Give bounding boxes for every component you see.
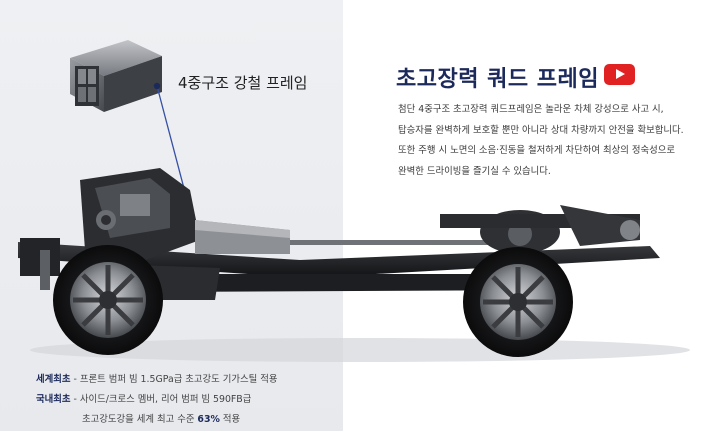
spec-text: 적용: [219, 414, 241, 425]
spec-text: 초고강도강을 세계 최고 수준: [82, 414, 198, 425]
spec-text: - 사이드/크로스 멤버, 리어 범퍼 빔 590FB급: [70, 394, 252, 405]
spec-highlight: 63%: [197, 414, 220, 425]
steel-frame-section-image: [70, 40, 162, 112]
page-title: 초고장력 쿼드 프레임: [396, 67, 599, 92]
description-line: 탑승자를 완벽하게 보호할 뿐만 아니라 상대 차량까지 안전을 확보합니다.: [398, 124, 684, 136]
spec-text: - 프론트 범퍼 빔 1.5GPa급 초고강도 기가스틸 적용: [70, 374, 278, 385]
spec-row-domestic-first: 국내최초 - 사이드/크로스 멤버, 리어 범퍼 빔 590FB급: [36, 391, 251, 405]
description-line: 또한 주행 시 노면의 소음·진동을 철저하게 차단하여 최상의 정숙성으로: [398, 145, 675, 156]
steel-frame-label: 4중구조 강철 프레임: [178, 74, 308, 92]
chassis-image: [18, 168, 690, 362]
description-line: 완벽한 드라이빙을 즐기실 수 있습니다.: [398, 165, 551, 177]
spec-row-world-first: 세계최초 - 프론트 범퍼 빔 1.5GPa급 초고강도 기가스틸 적용: [36, 371, 278, 385]
spec-label: 국내최초: [36, 394, 71, 405]
description-line: 첨단 4중구조 초고장력 쿼드프레임은 놀라운 차체 강성으로 사고 시,: [398, 104, 664, 115]
youtube-play-icon[interactable]: [604, 64, 635, 85]
spec-label: 세계최초: [36, 374, 71, 385]
spec-row-ratio: 초고강도강을 세계 최고 수준 63% 적용: [82, 411, 240, 425]
play-triangle-icon: [616, 69, 625, 79]
description-block: 첨단 4중구조 초고장력 쿼드프레임은 놀라운 차체 강성으로 사고 시, 탑승…: [398, 100, 708, 182]
